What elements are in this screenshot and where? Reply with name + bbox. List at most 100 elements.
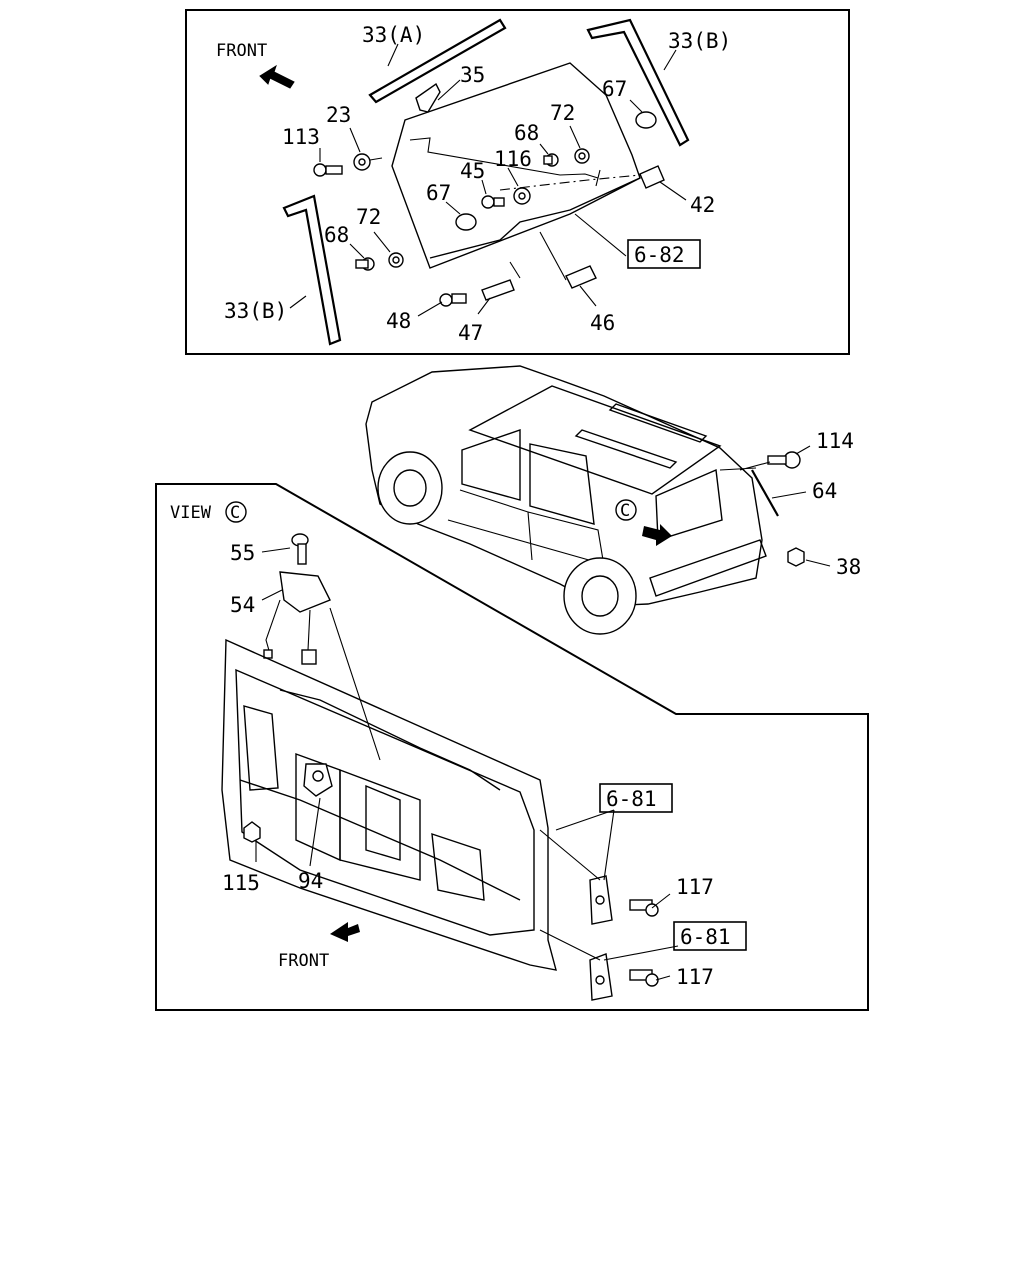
- front-arrow-top: [259, 64, 295, 89]
- label-68-left: 68: [324, 223, 349, 247]
- nut-72-left: [388, 252, 404, 268]
- view-marker-circle-vehicle: [615, 499, 637, 521]
- tailgate-rib-lower: [239, 779, 521, 901]
- vehicle-body: [365, 365, 763, 607]
- ref-label-6-81-lower: 6-81: [680, 925, 731, 949]
- leaders-top: [289, 43, 687, 317]
- vehicle-illustration: C 114 64 38: [365, 365, 861, 635]
- ref-label-6-81-upper: 6-81: [606, 787, 657, 811]
- label-48: 48: [386, 309, 411, 333]
- gas-strut-64: [751, 469, 779, 517]
- rear-window-opening: [655, 468, 723, 541]
- clip-35: [415, 82, 441, 113]
- tailgate-center-cutout: [339, 768, 421, 881]
- bolt-55: [291, 533, 309, 565]
- roof-rail-front: [574, 429, 678, 469]
- label-72-right: 72: [550, 101, 575, 125]
- tailgate-opening-left: [243, 705, 279, 791]
- view-marker-panel: C: [230, 503, 240, 523]
- bracket-47: [481, 279, 515, 301]
- ref-label-6-82: 6-82: [634, 243, 685, 267]
- front-label-top: FRONT: [216, 41, 267, 61]
- bolt-114: [767, 451, 801, 469]
- moulding-33b-left: [282, 194, 342, 346]
- label-55: 55: [230, 541, 255, 565]
- label-33b-right: 33(B): [668, 29, 731, 53]
- bolt-48: [439, 293, 467, 307]
- side-window-rear: [529, 443, 595, 525]
- bracket-42: [639, 165, 665, 189]
- label-54: 54: [230, 593, 255, 617]
- label-45: 45: [460, 159, 485, 183]
- latch-actuator-54: [263, 571, 331, 665]
- nut-68-left: [355, 257, 375, 271]
- tailgate-rib-top: [279, 689, 501, 791]
- label-42: 42: [690, 193, 715, 217]
- front-label-bottom: FRONT: [278, 951, 329, 971]
- roof-rail-rear: [608, 403, 708, 443]
- label-115: 115: [222, 871, 260, 895]
- moulding-33b-right: [586, 18, 690, 147]
- view-arrow: [642, 524, 672, 546]
- front-wheel: [377, 451, 443, 525]
- view-marker-vehicle: C: [620, 501, 630, 521]
- ref-box-6-81-upper: [599, 783, 673, 813]
- washer-116: [513, 187, 531, 205]
- cap-67-left: [455, 213, 477, 231]
- tailgate-inner-panel: [235, 668, 535, 936]
- front-arrow-bottom: [330, 922, 360, 942]
- moulding-33a: [368, 18, 507, 104]
- tailgate-outer: [221, 638, 557, 971]
- label-35: 35: [460, 63, 485, 87]
- view-panel-frame: [155, 483, 869, 1011]
- label-117-lower: 117: [676, 965, 714, 989]
- washer-23: [353, 153, 371, 171]
- label-67-left: 67: [426, 181, 451, 205]
- tailgate-opening-right: [431, 832, 485, 901]
- view-marker-circle-panel: [225, 501, 247, 523]
- bolt-117-lower: [629, 969, 659, 987]
- ref-box-6-82: [627, 239, 701, 269]
- nut-72-right: [574, 148, 590, 164]
- nut-38: [787, 547, 805, 567]
- label-67-right: 67: [602, 77, 627, 101]
- glass-centerline: [499, 174, 641, 191]
- bolt-45: [481, 195, 505, 209]
- label-47: 47: [458, 321, 483, 345]
- label-38: 38: [836, 555, 861, 579]
- rear-bumper: [649, 539, 767, 597]
- label-117-upper: 117: [676, 875, 714, 899]
- label-113: 113: [282, 125, 320, 149]
- label-23: 23: [326, 103, 351, 127]
- ref-box-6-81-lower: [673, 921, 747, 951]
- view-label: VIEW: [170, 503, 212, 523]
- label-72-left: 72: [356, 205, 381, 229]
- cap-67-right: [635, 111, 657, 129]
- bracket-46: [565, 265, 597, 289]
- label-116: 116: [494, 147, 532, 171]
- actuator-94: [303, 763, 333, 797]
- side-window-front: [461, 429, 521, 501]
- label-68-right: 68: [514, 121, 539, 145]
- rear-wheel: [563, 557, 637, 635]
- leaders-vehicle: [719, 445, 831, 567]
- bolt-113: [313, 163, 343, 177]
- bolt-117-upper: [629, 899, 659, 917]
- nut-115: [243, 821, 261, 843]
- glass-lower-contour: [429, 177, 641, 259]
- hinge-lower: [589, 953, 613, 1001]
- label-33a: 33(A): [362, 23, 425, 47]
- label-46: 46: [590, 311, 615, 335]
- label-64: 64: [812, 479, 837, 503]
- label-94: 94: [298, 869, 323, 893]
- vehicle-roof: [468, 385, 722, 495]
- label-33b-left: 33(B): [224, 299, 287, 323]
- view-c-panel: VIEW C: [155, 483, 869, 1011]
- glass-seal-line: [409, 137, 599, 179]
- leaders-view: [255, 547, 679, 981]
- top-panel-frame: [185, 9, 850, 355]
- hinge-upper: [589, 875, 613, 925]
- nut-68-right: [543, 153, 559, 167]
- rear-glass-panel: FRONT: [185, 9, 850, 355]
